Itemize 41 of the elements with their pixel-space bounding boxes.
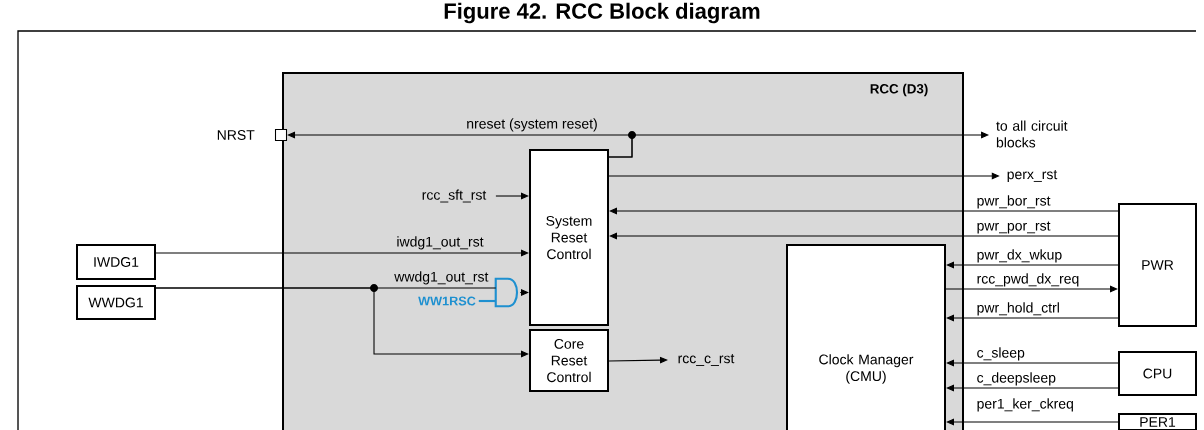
connector bbox=[609, 232, 1119, 240]
process-box: System Reset Control bbox=[529, 149, 609, 326]
edge-label: pwr_dx_wkup bbox=[975, 248, 1064, 264]
connector bbox=[946, 314, 1119, 322]
process-box: Clock Manager (CMU) bbox=[786, 244, 946, 430]
peripheral-box: WWDG1 bbox=[76, 285, 156, 320]
peripheral-box: CPU bbox=[1118, 351, 1197, 396]
peripheral-box: IWDG1 bbox=[76, 244, 156, 280]
edge-label: nreset (system reset) bbox=[464, 117, 600, 133]
connector bbox=[945, 285, 1118, 293]
signal-label: perx_rst bbox=[1007, 170, 1058, 182]
signal-label: WW1RSC bbox=[418, 296, 476, 306]
connector bbox=[519, 289, 529, 296]
figure-title: Figure 42. RCC Block diagram bbox=[444, 2, 760, 24]
connector bbox=[495, 192, 529, 200]
edge-label: iwdg1_out_rst bbox=[395, 235, 485, 251]
connector bbox=[946, 384, 1119, 392]
signal-label: to all circuit blocks bbox=[996, 120, 1068, 148]
connector bbox=[155, 249, 529, 257]
and-gate-symbol bbox=[494, 277, 519, 308]
edge-label: pwr_hold_ctrl bbox=[975, 301, 1062, 317]
connector bbox=[946, 261, 1119, 269]
signal-label: rcc_sft_rst bbox=[422, 189, 487, 203]
signal-label: rcc_c_rst bbox=[678, 354, 735, 366]
connector bbox=[608, 356, 668, 364]
peripheral-box: PER1 bbox=[1118, 413, 1197, 430]
edge-label: c_deepsleep bbox=[975, 371, 1058, 387]
edge-label: c_sleep bbox=[975, 346, 1027, 362]
connector bbox=[155, 287, 529, 358]
connector bbox=[946, 359, 1119, 367]
connector bbox=[478, 299, 496, 303]
node-label: NRST bbox=[217, 130, 255, 140]
edge-label: pwr_por_rst bbox=[975, 220, 1052, 235]
edge-label: rcc_pwd_dx_req bbox=[975, 272, 1081, 288]
edge-label: per1_ker_ckreq bbox=[975, 397, 1076, 413]
peripheral-box: PWR bbox=[1118, 203, 1197, 327]
connector bbox=[946, 418, 1119, 426]
process-box: Core Reset Control bbox=[529, 329, 609, 392]
edge-label: wwdg1_out_rst bbox=[392, 270, 490, 286]
edge-label: pwr_bor_rst bbox=[975, 194, 1052, 210]
connector bbox=[609, 207, 1119, 215]
